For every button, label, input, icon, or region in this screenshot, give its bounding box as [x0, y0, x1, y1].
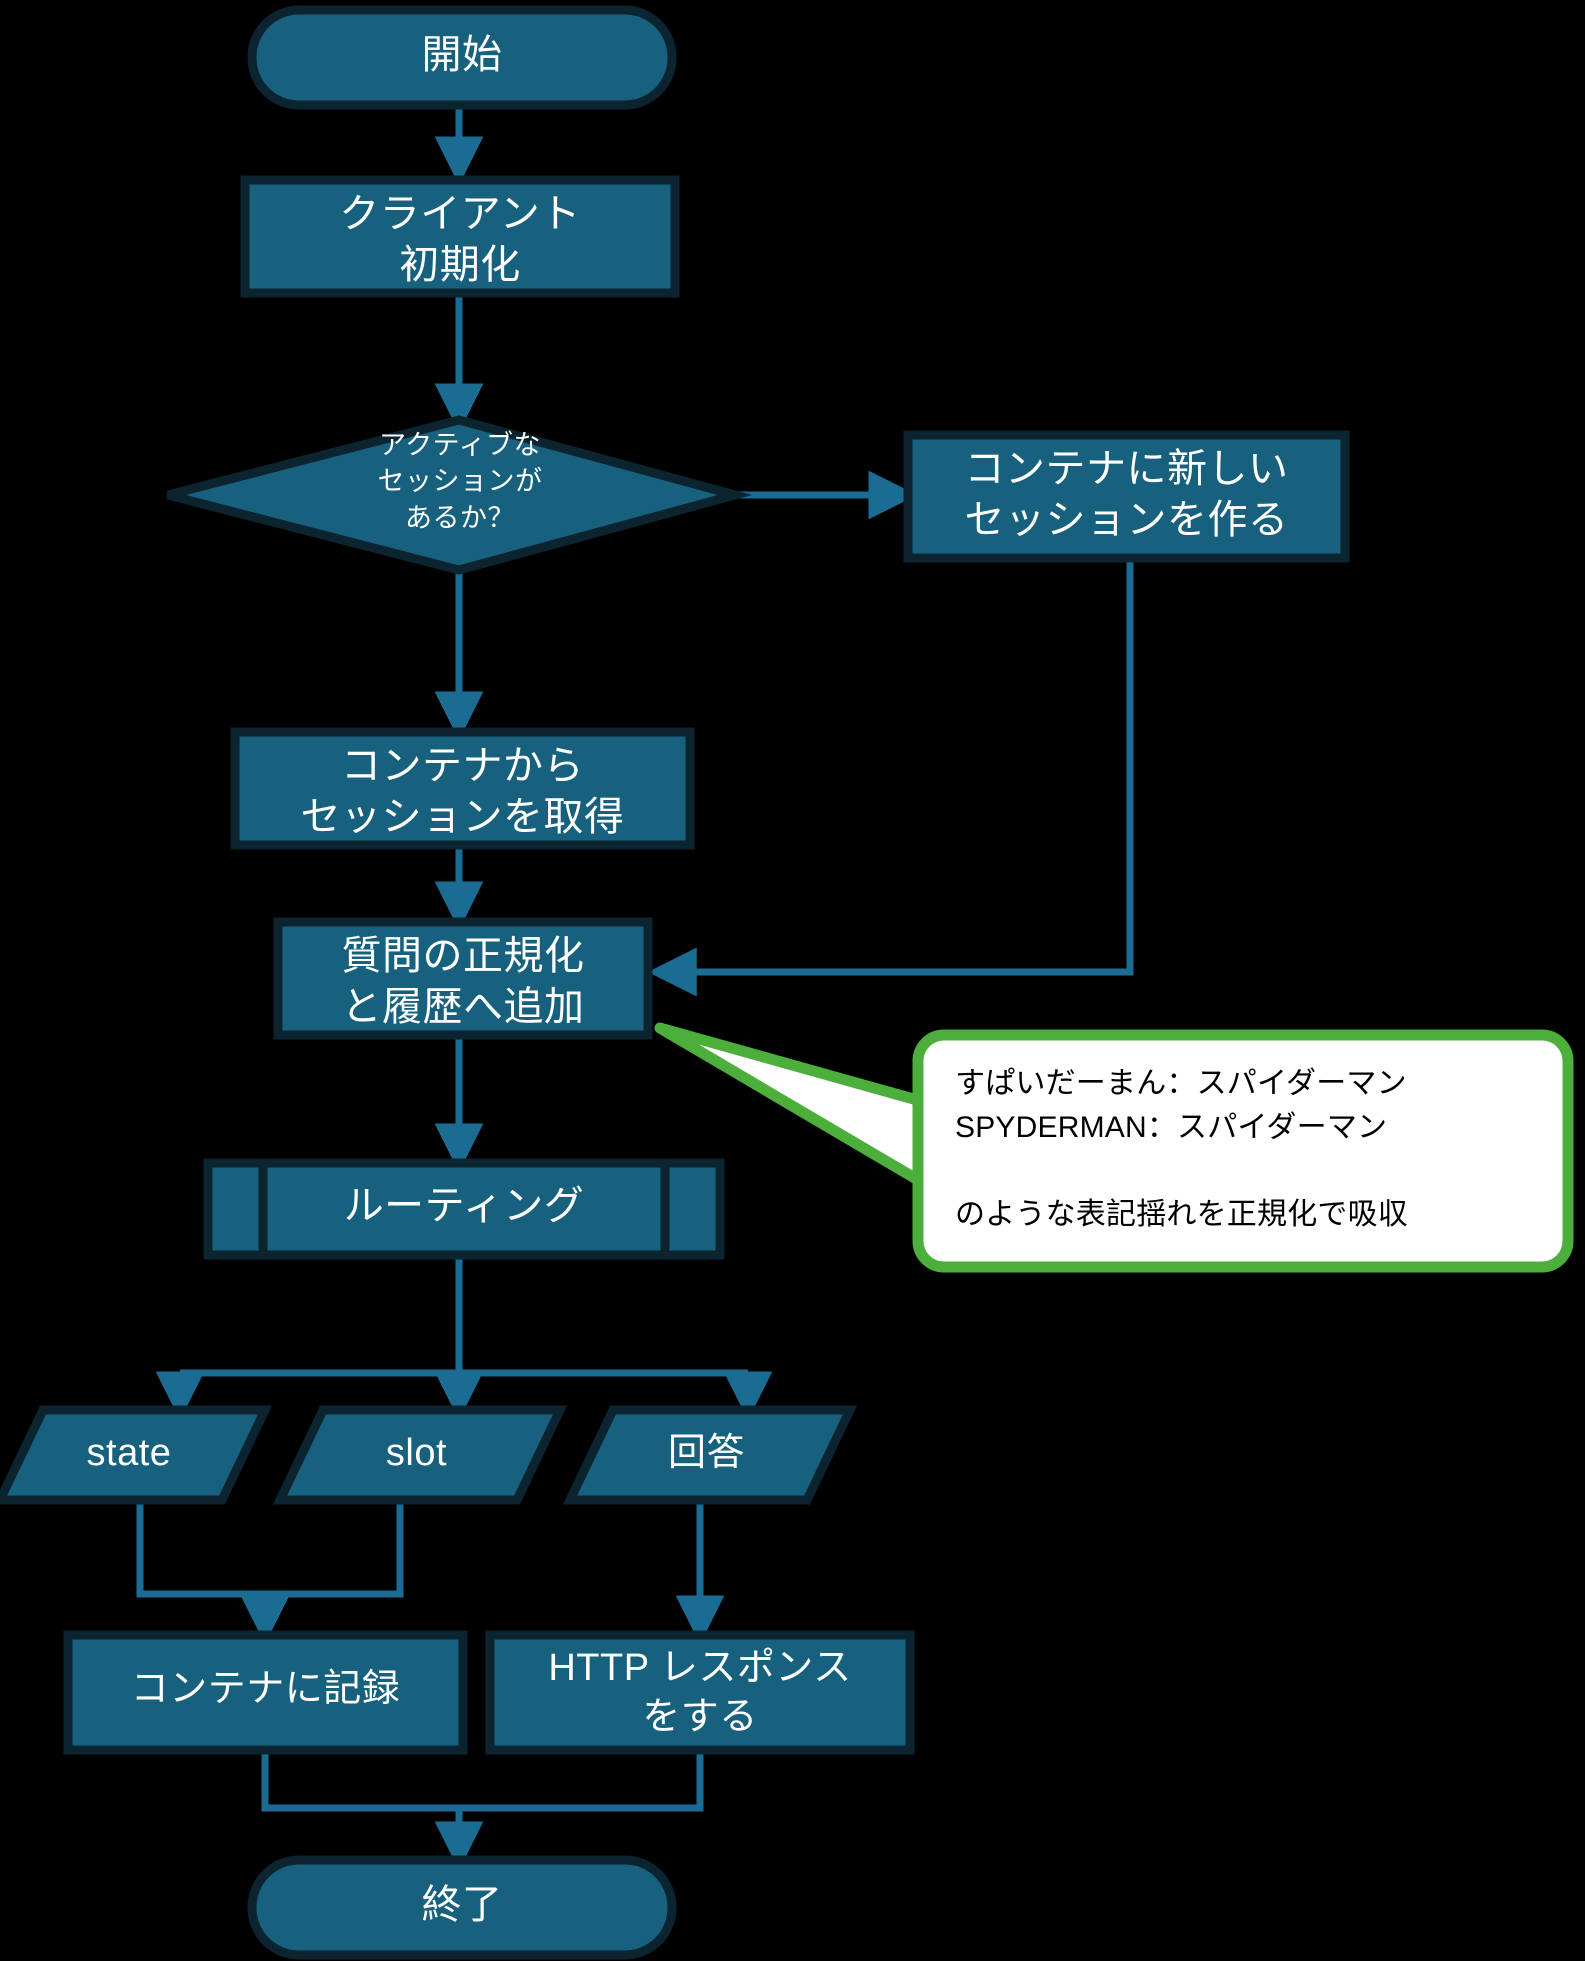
edge-routing-branch-bus: [180, 1253, 748, 1377]
node-end[interactable]: [247, 1855, 677, 1960]
node-state[interactable]: [0, 1405, 273, 1505]
node-has-session[interactable]: [166, 415, 753, 575]
node-http-response[interactable]: [485, 1630, 915, 1755]
node-slot[interactable]: [272, 1405, 568, 1505]
node-client-init[interactable]: [240, 175, 680, 298]
node-get-session[interactable]: [230, 727, 695, 850]
callout-body: [912, 1029, 1574, 1273]
node-start[interactable]: [247, 5, 677, 110]
node-routing[interactable]: [203, 1158, 725, 1260]
edge-new-session-to-normalize: [647, 558, 1134, 997]
node-record[interactable]: [63, 1630, 468, 1755]
edge-state-slot-merge: [136, 1500, 404, 1598]
edge-bottom-merge: [261, 1750, 704, 1812]
connectors: [136, 105, 1134, 1871]
node-new-session[interactable]: [903, 430, 1350, 563]
node-normalize[interactable]: [273, 917, 653, 1040]
callout-bubble[interactable]: [654, 1022, 1574, 1273]
node-answer[interactable]: [562, 1405, 858, 1505]
